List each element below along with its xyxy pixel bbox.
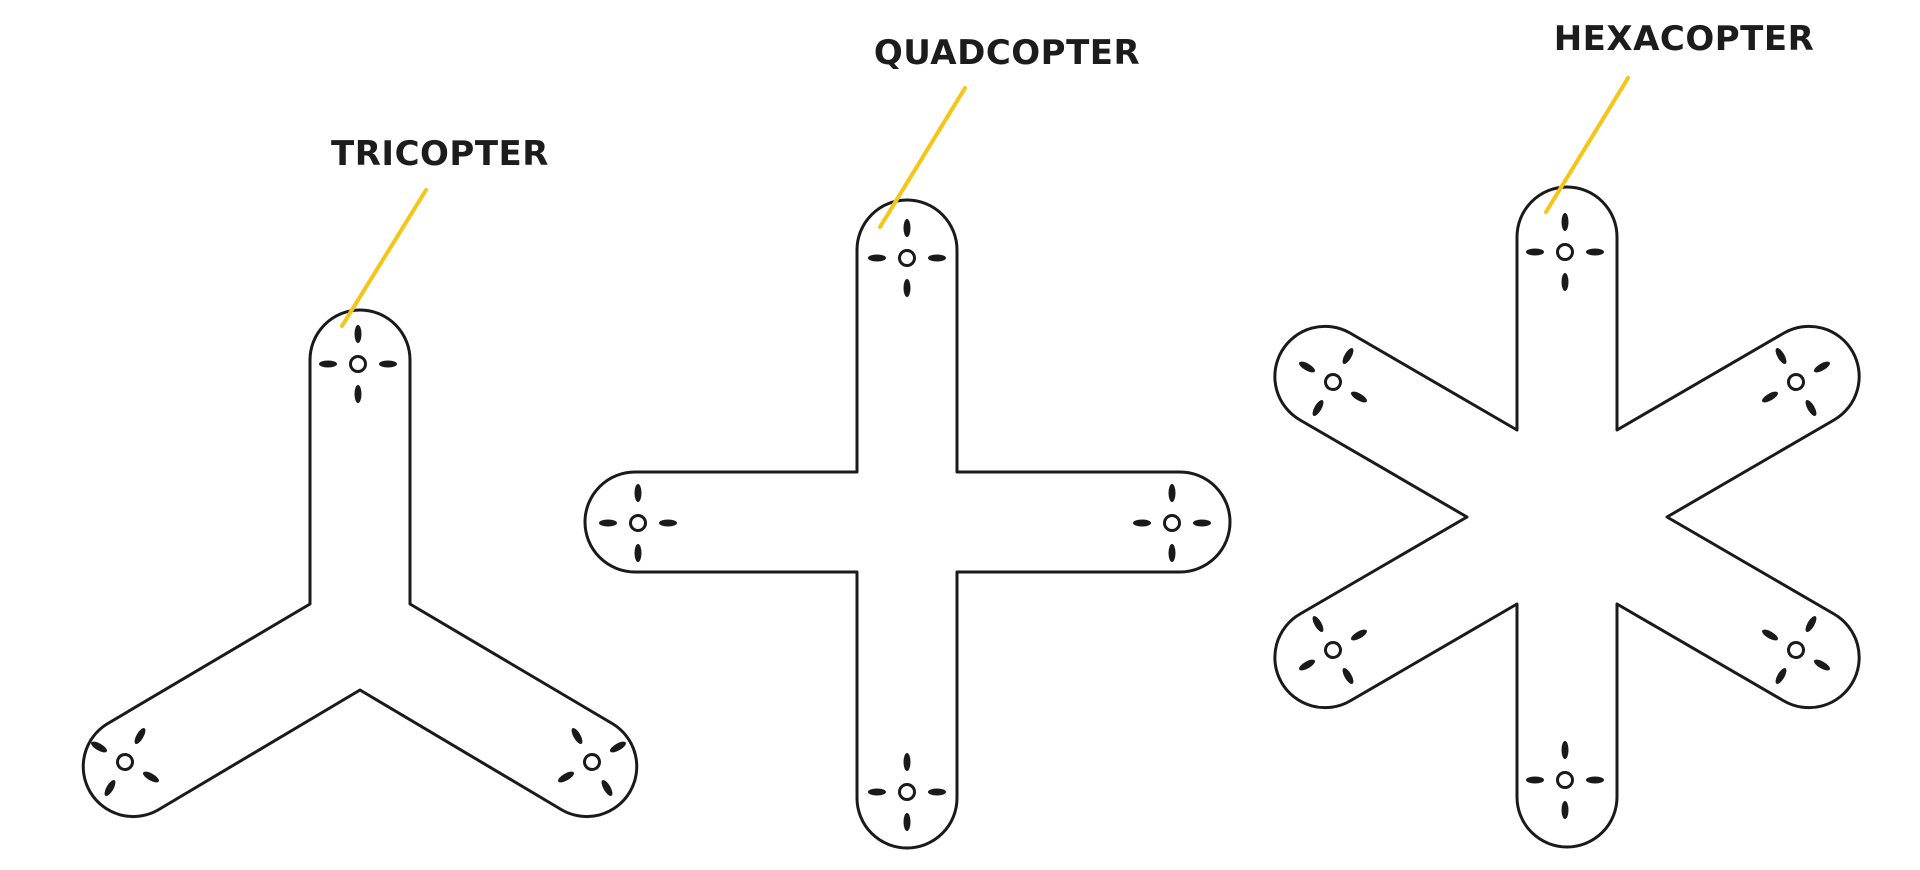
propeller-blade: [1805, 399, 1817, 416]
propeller-icon: [1133, 484, 1211, 562]
propeller-blade: [91, 741, 108, 753]
propeller-blade: [1586, 776, 1604, 784]
propeller-icon: [1526, 213, 1604, 291]
tricopter-outline: [81, 308, 639, 818]
propeller-icon: [1526, 741, 1604, 819]
motor-hub: [349, 355, 367, 373]
propeller-blade: [1813, 361, 1830, 373]
propeller-blade: [1350, 629, 1367, 641]
quadcopter-label: QUADCOPTER: [874, 33, 1140, 73]
propeller-blade: [599, 519, 617, 527]
propeller-blade: [903, 279, 911, 297]
quadcopter-outline: [583, 198, 1232, 850]
propeller-blade: [1762, 391, 1779, 403]
tricopter-frame: TRICOPTER: [81, 134, 639, 818]
propeller-blade: [1775, 348, 1787, 365]
propeller-blade: [379, 360, 397, 368]
motor-hub: [1324, 641, 1342, 659]
propeller-blade: [1193, 519, 1211, 527]
propeller-blade: [1805, 616, 1817, 633]
propeller-blade: [634, 544, 642, 562]
propeller-icon: [1762, 616, 1830, 684]
propeller-blade: [903, 813, 911, 831]
propeller-blade: [868, 254, 886, 262]
motor-hub: [1556, 243, 1574, 261]
propeller-blade: [634, 484, 642, 502]
motor-hub: [116, 753, 134, 771]
motor-hub: [1787, 641, 1805, 659]
quadcopter-leader-line: [878, 86, 967, 229]
propeller-blade: [601, 779, 613, 796]
propeller-blade: [1813, 659, 1830, 671]
propeller-blade: [1586, 248, 1604, 256]
propeller-blade: [1775, 667, 1787, 684]
propeller-blade: [1299, 659, 1316, 671]
propeller-blade: [1312, 399, 1324, 416]
propeller-blade: [1168, 544, 1176, 562]
propeller-blade: [1342, 667, 1354, 684]
propeller-icon: [868, 219, 946, 297]
propeller-blade: [1342, 348, 1354, 365]
propeller-blade: [659, 519, 677, 527]
propeller-icon: [599, 484, 677, 562]
propeller-icon: [1299, 348, 1367, 416]
propeller-blade: [903, 753, 911, 771]
propeller-icon: [558, 728, 626, 796]
motor-hub: [1787, 373, 1805, 391]
propeller-blade: [134, 728, 146, 745]
propeller-blade: [1526, 248, 1544, 256]
propeller-blade: [104, 779, 116, 796]
motor-hub: [1556, 771, 1574, 789]
propeller-blade: [1350, 391, 1367, 403]
propeller-blade: [928, 788, 946, 796]
propeller-icon: [91, 728, 159, 796]
propeller-blade: [903, 219, 911, 237]
motor-hub: [898, 249, 916, 267]
propeller-blade: [1526, 776, 1544, 784]
propeller-icon: [1299, 616, 1367, 684]
propeller-blade: [928, 254, 946, 262]
propeller-blade: [1561, 213, 1569, 231]
hexacopter-leader-line: [1544, 76, 1630, 214]
propeller-blade: [1561, 741, 1569, 759]
propeller-blade: [354, 325, 362, 343]
propeller-blade: [354, 385, 362, 403]
propeller-icon: [1762, 348, 1830, 416]
motor-hub: [1163, 514, 1181, 532]
propeller-icon: [319, 325, 397, 403]
motor-hub: [898, 783, 916, 801]
propeller-blade: [1299, 361, 1316, 373]
propeller-blade: [142, 771, 159, 783]
propeller-icon: [868, 753, 946, 831]
propeller-blade: [1133, 519, 1151, 527]
propeller-blade: [868, 788, 886, 796]
motor-hub: [583, 753, 601, 771]
propeller-blade: [1168, 484, 1176, 502]
propeller-blade: [558, 771, 575, 783]
propeller-blade: [1312, 616, 1324, 633]
motor-hub: [629, 514, 647, 532]
propeller-blade: [571, 728, 583, 745]
tricopter-leader-line: [340, 188, 428, 328]
quadcopter-frame: QUADCOPTER: [583, 33, 1232, 850]
propeller-blade: [1762, 629, 1779, 641]
motor-hub: [1324, 373, 1342, 391]
hexacopter-outline: [1273, 185, 1861, 849]
hexacopter-frame: HEXACOPTER: [1273, 19, 1861, 849]
tricopter-label: TRICOPTER: [331, 134, 549, 174]
propeller-blade: [319, 360, 337, 368]
propeller-blade: [1561, 801, 1569, 819]
propeller-blade: [1561, 273, 1569, 291]
propeller-blade: [609, 741, 626, 753]
hexacopter-label: HEXACOPTER: [1554, 19, 1815, 59]
